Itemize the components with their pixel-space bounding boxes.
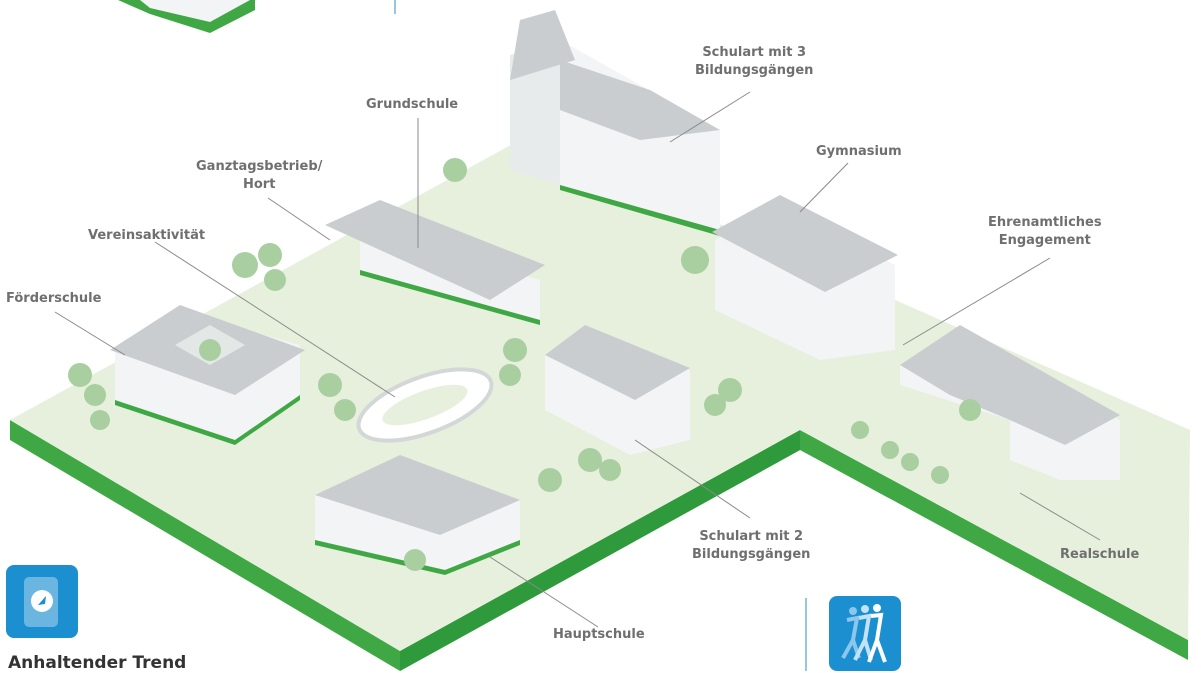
trees	[68, 158, 981, 571]
ground-side-shade	[400, 430, 800, 671]
leader-lines	[54, 91, 1101, 628]
label-verein: Vereinsaktivität	[88, 228, 206, 243]
label-ganztag: Ganztagsbetrieb/ Hort	[196, 159, 323, 192]
label-hauptschule: Hauptschule	[553, 627, 645, 642]
section-heading: Anhaltender Trend	[8, 653, 187, 673]
running-track	[356, 367, 494, 443]
building-grundschule	[325, 200, 545, 325]
building-schulart2	[545, 325, 690, 455]
label-foerderschule: Förderschule	[6, 291, 102, 306]
building-gymnasium	[712, 195, 898, 360]
label-ehrenamt: Ehrenamtliches Engagement	[988, 215, 1102, 248]
building-fragment	[118, 0, 255, 33]
building-schulart3	[510, 10, 720, 236]
compass-icon	[6, 565, 78, 638]
people-walking-icon	[829, 596, 901, 671]
label-realschule: Realschule	[1060, 547, 1140, 562]
label-gymnasium: Gymnasium	[816, 144, 902, 159]
label-grundschule: Grundschule	[366, 97, 459, 112]
label-schulart2: Schulart mit 2 Bildungsgängen	[692, 529, 811, 562]
label-schulart3: Schulart mit 3 Bildungsgängen	[695, 45, 814, 78]
building-realschule	[900, 325, 1120, 480]
